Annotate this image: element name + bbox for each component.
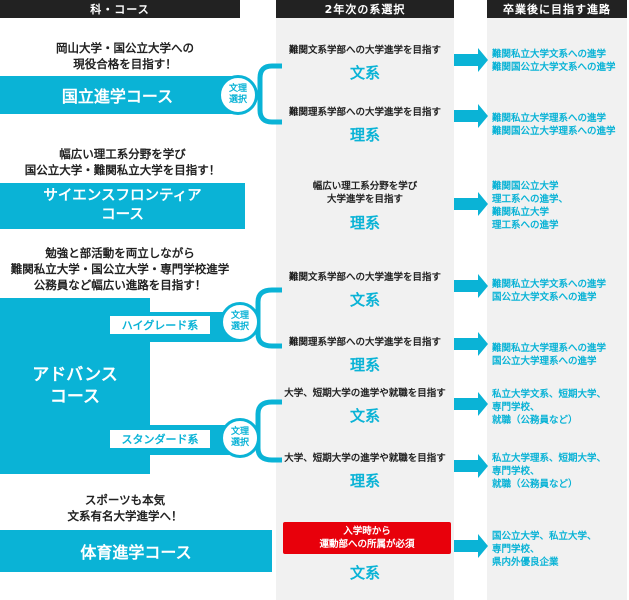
mid-desc: 難関理系学部への大学進学を目指す xyxy=(288,337,441,348)
result-line: 国公立大学文系への進学 xyxy=(492,292,597,303)
intro-line: 国公立大学・難関私立大学を目指す！ xyxy=(24,163,221,177)
result-line: 専門学校、 xyxy=(492,402,540,413)
course-name: 体育進学コース xyxy=(80,543,192,562)
column-bg-middle xyxy=(276,18,454,600)
header-career: 卒業後に目指す進路 xyxy=(487,0,627,18)
career-result: 難関国公立大学 理工系への進学、 難関私立大学 理工系への進学 xyxy=(492,180,568,232)
mid-desc: 難関文系学部への大学進学を目指す xyxy=(288,45,441,56)
result-line: 難関国公立大学 xyxy=(492,181,559,192)
mid-desc: 難関文系学部への大学進学を目指す xyxy=(288,272,441,283)
result-line: 理工系への進学 xyxy=(492,220,559,231)
course-name: コース xyxy=(101,207,144,223)
career-result: 難関私立大学理系への進学 難関国公立大学理系への進学 xyxy=(492,112,616,138)
result-line: 難関私立大学文系への進学 xyxy=(492,279,607,290)
result-line: 就職（公務員など） xyxy=(492,415,578,426)
course-intro-national: 岡山大学・国公立大学への 現役合格を目指す！ xyxy=(20,40,230,72)
mid-desc-line: 大学進学を目指す xyxy=(326,194,403,205)
select-label: 文理 xyxy=(228,84,247,94)
course-name: サイエンスフロンティア xyxy=(43,188,202,204)
bunri-select-circle: 文理選択 xyxy=(218,75,258,115)
select-label: 選択 xyxy=(230,438,249,448)
course-intro-advance: 勉強と部活動を両立しながら 難関私立大学・国公立大学・専門学校進学 公務員など幅… xyxy=(0,245,240,293)
result-line: 国公立大学、私立大学、 xyxy=(492,531,597,542)
intro-line: 公務員など幅広い進路を目指す！ xyxy=(33,278,207,292)
result-line: 理工系への進学、 xyxy=(492,194,569,205)
bunri-select-circle: 文理選択 xyxy=(220,302,260,342)
intro-line: スポーツも本気 xyxy=(84,493,166,507)
header-course: 科・コース xyxy=(0,0,240,18)
result-line: 難関私立大学 xyxy=(492,207,550,218)
mid-desc: 難関理系学部への大学進学を目指す xyxy=(288,107,441,118)
bunri-select-circle: 文理選択 xyxy=(220,418,260,458)
mid-branch: 文系 xyxy=(349,407,380,425)
mid-branch: 文系 xyxy=(349,564,380,582)
intro-line: 幅広い理工系分野を学び xyxy=(59,147,186,161)
result-line: 専門学校、 xyxy=(492,544,540,555)
career-result: 難関私立大学理系への進学 国公立大学理系への進学 xyxy=(492,342,606,368)
intro-line: 勉強と部活動を両立しながら xyxy=(45,246,195,260)
sports-requirement-badge: 入学時から運動部への所属が必須 xyxy=(283,522,451,554)
mid-branch: 文系 xyxy=(349,64,380,82)
result-line: 難関私立大学文系への進学 xyxy=(492,49,607,60)
result-line: 難関国公立大学理系への進学 xyxy=(492,126,616,137)
mid-branch: 理系 xyxy=(349,214,380,232)
career-result: 国公立大学、私立大学、 専門学校、 県内外優良企業 xyxy=(492,530,597,569)
sub-course-high-grade: ハイグレード系 xyxy=(110,316,210,334)
career-result: 私立大学文系、短期大学、 専門学校、 就職（公務員など） xyxy=(492,388,606,427)
mid-branch: 理系 xyxy=(349,356,380,374)
header-second-year: 2年次の系選択 xyxy=(276,0,454,18)
course-name: 国立進学コース xyxy=(61,87,174,106)
result-line: 難関私立大学理系への進学 xyxy=(492,343,607,354)
result-line: 就職（公務員など） xyxy=(492,479,578,490)
result-line: 国公立大学理系への進学 xyxy=(492,356,597,367)
result-line: 難関私立大学理系への進学 xyxy=(492,113,607,124)
sub-course-standard: スタンダード系 xyxy=(110,430,210,448)
intro-line: 文系有名大学進学へ！ xyxy=(67,509,183,523)
select-label: 文理 xyxy=(230,311,249,321)
course-name: コース xyxy=(49,387,101,407)
mid-branch: 理系 xyxy=(349,126,380,144)
intro-line: 難関私立大学・国公立大学・専門学校進学 xyxy=(10,262,230,276)
course-box-national: 国立進学コース xyxy=(0,76,235,114)
course-box-science: サイエンスフロンティアコース xyxy=(0,183,245,229)
requirement-line: 入学時から xyxy=(343,526,391,537)
course-box-sports: 体育進学コース xyxy=(0,530,272,572)
career-result: 難関私立大学文系への進学 国公立大学文系への進学 xyxy=(492,278,606,304)
career-result: 私立大学理系、短期大学、 専門学校、 就職（公務員など） xyxy=(492,452,606,491)
intro-line: 現役合格を目指す！ xyxy=(73,57,177,71)
result-line: 私立大学文系、短期大学、 xyxy=(492,389,607,400)
select-label: 選択 xyxy=(230,322,249,332)
mid-branch: 理系 xyxy=(349,472,380,490)
course-name: アドバンス xyxy=(32,365,118,385)
course-intro-science: 幅広い理工系分野を学び 国公立大学・難関私立大学を目指す！ xyxy=(5,146,240,178)
column-bg-right xyxy=(487,18,627,600)
mid-desc: 大学、短期大学の進学や就職を目指す xyxy=(284,453,446,464)
result-line: 県内外優良企業 xyxy=(492,557,559,568)
mid-branch: 文系 xyxy=(349,291,380,309)
requirement-line: 運動部への所属が必須 xyxy=(319,539,415,550)
intro-line: 岡山大学・国公立大学への xyxy=(56,41,194,55)
select-label: 文理 xyxy=(230,427,249,437)
course-intro-sports: スポーツも本気 文系有名大学進学へ！ xyxy=(20,492,230,524)
result-line: 難関国公立大学文系への進学 xyxy=(492,62,616,73)
result-line: 私立大学理系、短期大学、 xyxy=(492,453,607,464)
mid-desc: 大学、短期大学の進学や就職を目指す xyxy=(284,388,446,399)
mid-desc-line: 幅広い理工系分野を学び xyxy=(312,181,418,192)
select-label: 選択 xyxy=(228,95,247,105)
career-result: 難関私立大学文系への進学 難関国公立大学文系への進学 xyxy=(492,48,616,74)
mid-desc: 幅広い理工系分野を学び 大学進学を目指す xyxy=(278,180,452,206)
result-line: 専門学校、 xyxy=(492,466,540,477)
